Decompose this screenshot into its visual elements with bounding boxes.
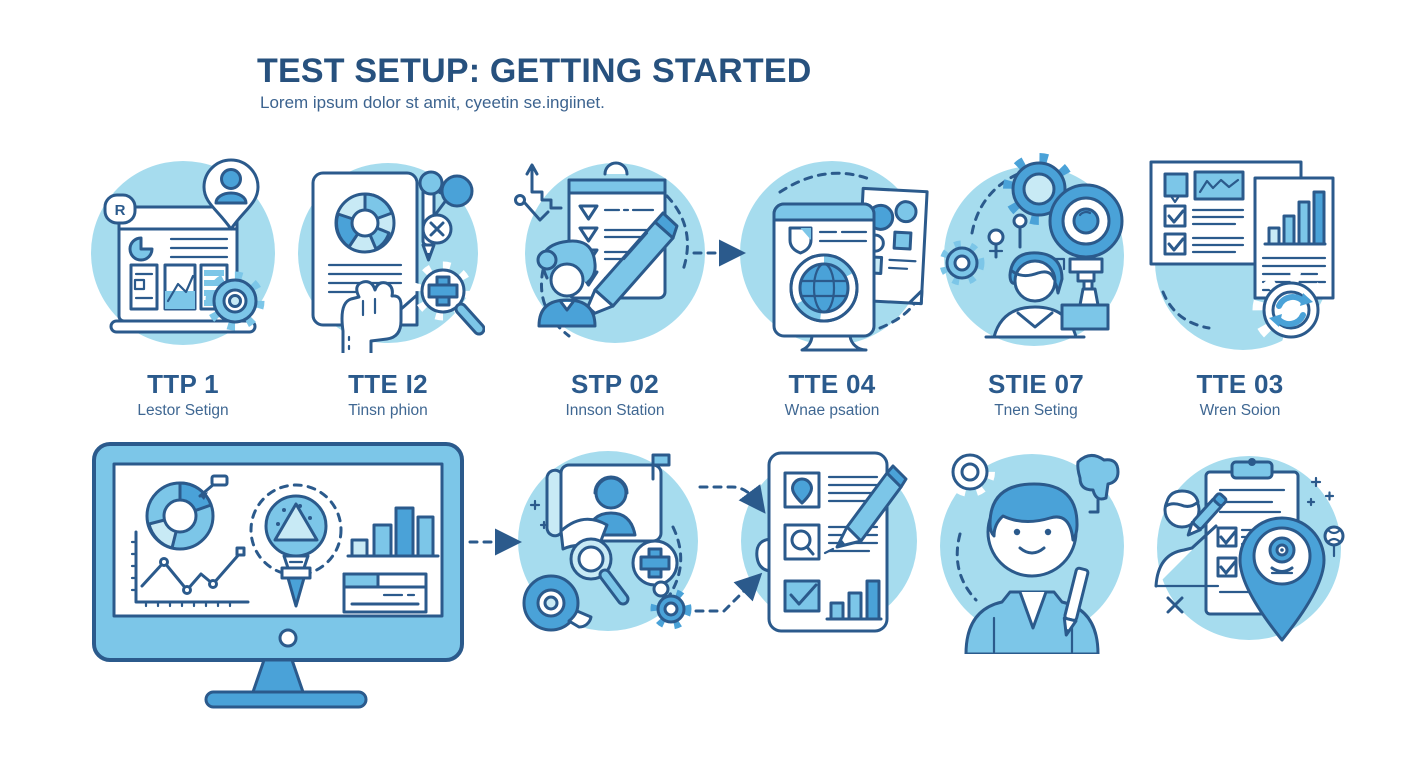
bottom-step-3-illustration — [940, 447, 1124, 654]
bottom-step-1-illustration — [518, 451, 698, 632]
webcam-pin-icon — [1238, 516, 1326, 642]
funnel-bulb-icon — [249, 483, 343, 608]
step-6-code: TTE 03 — [1196, 369, 1284, 399]
step-4-illustration — [740, 161, 929, 352]
step-2-illustration — [298, 163, 485, 353]
molecule-icon — [418, 170, 474, 245]
step-6-illustration — [1149, 160, 1335, 350]
woman-icon — [536, 239, 597, 328]
page-subtitle: Lorem ipsum dolor st amit, cyeetin se.in… — [260, 93, 605, 112]
step-1-code: TTP 1 — [147, 369, 219, 399]
r-badge-label: R — [115, 202, 126, 219]
dashed-arc — [665, 194, 689, 272]
monitor-illustration — [92, 442, 464, 709]
step-2-code: TTE I2 — [348, 369, 428, 399]
bar-chart-icon — [346, 506, 440, 558]
step-2-label: Tinsn phion — [348, 402, 428, 419]
mobile-globe-icon — [772, 202, 876, 352]
dashed-arc — [970, 171, 1022, 235]
step-4-label: Wnae psation — [784, 402, 880, 419]
gear-magnifier-icon — [413, 261, 485, 336]
step-1-label: Lestor Setign — [137, 402, 229, 419]
bar-chart-report-icon — [1253, 176, 1335, 300]
axis-arrow-icon — [514, 163, 563, 222]
page-title: TEST SETUP: GETTING STARTED — [257, 52, 812, 90]
step-3-label: Innson Station — [565, 402, 665, 419]
measure-marks-icon — [987, 213, 1028, 259]
gear-icon — [205, 271, 265, 331]
form-document-icon — [767, 451, 889, 633]
dashed-arc — [955, 532, 978, 602]
donut-chart-icon — [145, 474, 229, 551]
pencil-icon — [1062, 566, 1090, 637]
sparkles-icon — [1306, 476, 1335, 507]
dashed-arc — [665, 525, 683, 601]
dashed-arc — [540, 268, 571, 338]
x-mark-icon — [1166, 596, 1184, 614]
gear-icon — [945, 447, 995, 497]
pencil-icon — [823, 464, 908, 555]
step-4-code: TTE 04 — [788, 369, 876, 399]
small-gear-icon — [650, 580, 692, 630]
step-5-illustration — [939, 153, 1124, 346]
disc-lens-icon — [522, 574, 593, 632]
hand-icon — [340, 280, 403, 353]
refresh-gear-icon — [1252, 271, 1330, 349]
flower-icon — [1323, 525, 1345, 558]
r-badge — [103, 193, 137, 225]
small-gear-icon — [939, 240, 985, 286]
gear-icon — [1003, 153, 1075, 225]
table-card-icon — [342, 572, 428, 614]
thought-shape-icon — [1076, 454, 1120, 514]
lens-target-icon — [1048, 183, 1124, 283]
step-3-illustration — [514, 161, 705, 343]
line-chart-icon — [130, 530, 250, 608]
bottom-step-2-illustration — [741, 451, 917, 633]
bottom-step-4-illustration — [1154, 456, 1345, 642]
scientist-icon — [984, 251, 1110, 339]
step-1-illustration: R — [91, 158, 275, 345]
smiling-person-icon — [964, 482, 1100, 654]
step-6-label: Wren Soion — [1199, 402, 1281, 419]
step-3-code: STP 02 — [570, 369, 660, 399]
pencil-icon — [581, 211, 679, 320]
user-location-pin-icon — [202, 158, 260, 231]
step-5-label: Tnen Seting — [994, 402, 1078, 419]
person-icon — [1154, 489, 1228, 588]
step-5-code: STIE 07 — [987, 369, 1085, 399]
magnifier-icon — [559, 517, 630, 606]
dashed-arc — [1161, 290, 1211, 330]
plus-circle-icon — [631, 539, 679, 587]
dashed-arc — [778, 171, 874, 194]
